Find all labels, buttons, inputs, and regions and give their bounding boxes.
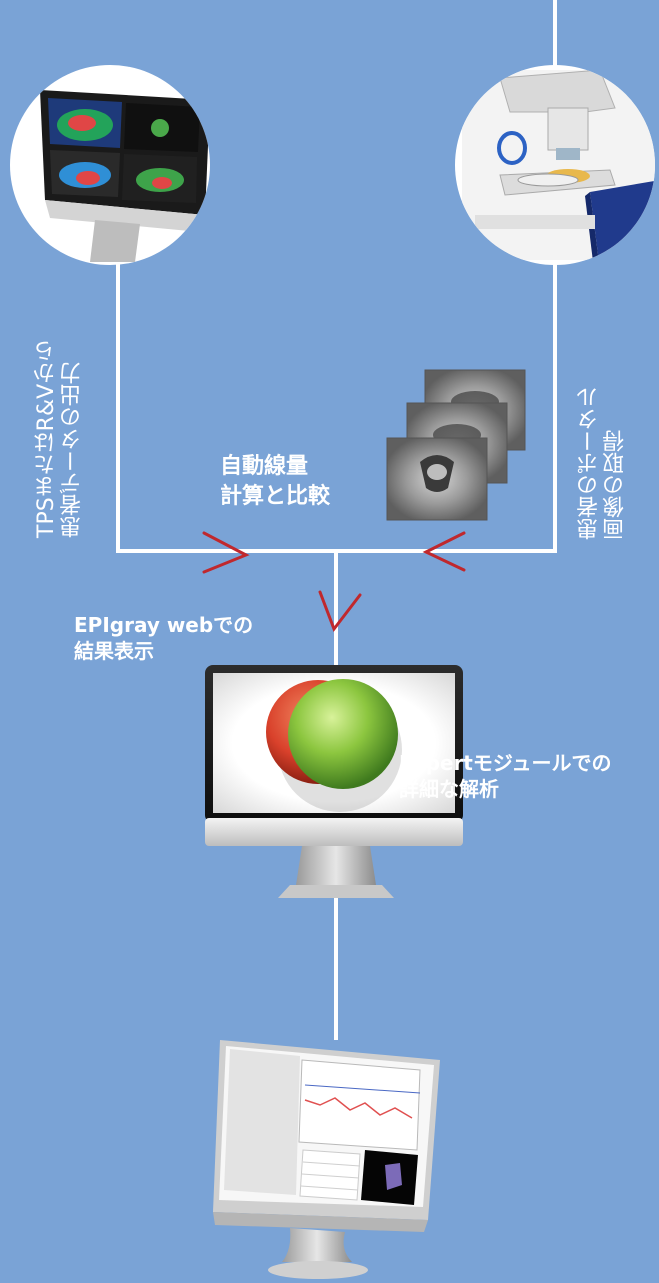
arrow-down-mark-1 <box>318 590 362 633</box>
web-display-label: EPIgray webでの 結果表示 <box>74 612 253 664</box>
auto-dose-label: 自動線量 計算と比較 <box>220 452 330 512</box>
arrow-right-mark <box>202 531 250 574</box>
expert-analysis-label-line2: 詳細な解析 <box>399 777 499 801</box>
tps-export-label: TPSまたはR&Vから 患者データの出力 <box>34 278 86 538</box>
auto-dose-label-line2: 計算と比較 <box>220 484 331 509</box>
flow-lines <box>116 0 557 1040</box>
expert-monitor-icon <box>213 1040 440 1279</box>
linac-icon <box>455 65 655 265</box>
tps-export-label-line2: 患者データの出力 <box>60 362 85 538</box>
portal-acquisition-label: 患者のポータル 画像の取得 <box>577 330 629 540</box>
expert-analysis-label-line1: Expertモジュールでの <box>399 751 612 775</box>
web-display-label-line1: EPIgray webでの <box>74 613 254 637</box>
portal-image-stack-icon <box>386 369 526 521</box>
portal-acquisition-label-line1: 患者のポータル <box>577 386 602 540</box>
result-monitor-icon <box>205 665 463 898</box>
web-display-label-line2: 結果表示 <box>74 639 154 663</box>
arrow-left-mark <box>422 531 466 572</box>
portal-acquisition-label-line2: 画像の取得 <box>603 430 628 540</box>
tps-export-label-line1: TPSまたはR&Vから <box>34 339 59 538</box>
expert-analysis-label: Expertモジュールでの 詳細な解析 <box>399 750 611 802</box>
tps-monitor-icon <box>10 65 210 265</box>
auto-dose-label-line1: 自動線量 <box>220 454 309 479</box>
